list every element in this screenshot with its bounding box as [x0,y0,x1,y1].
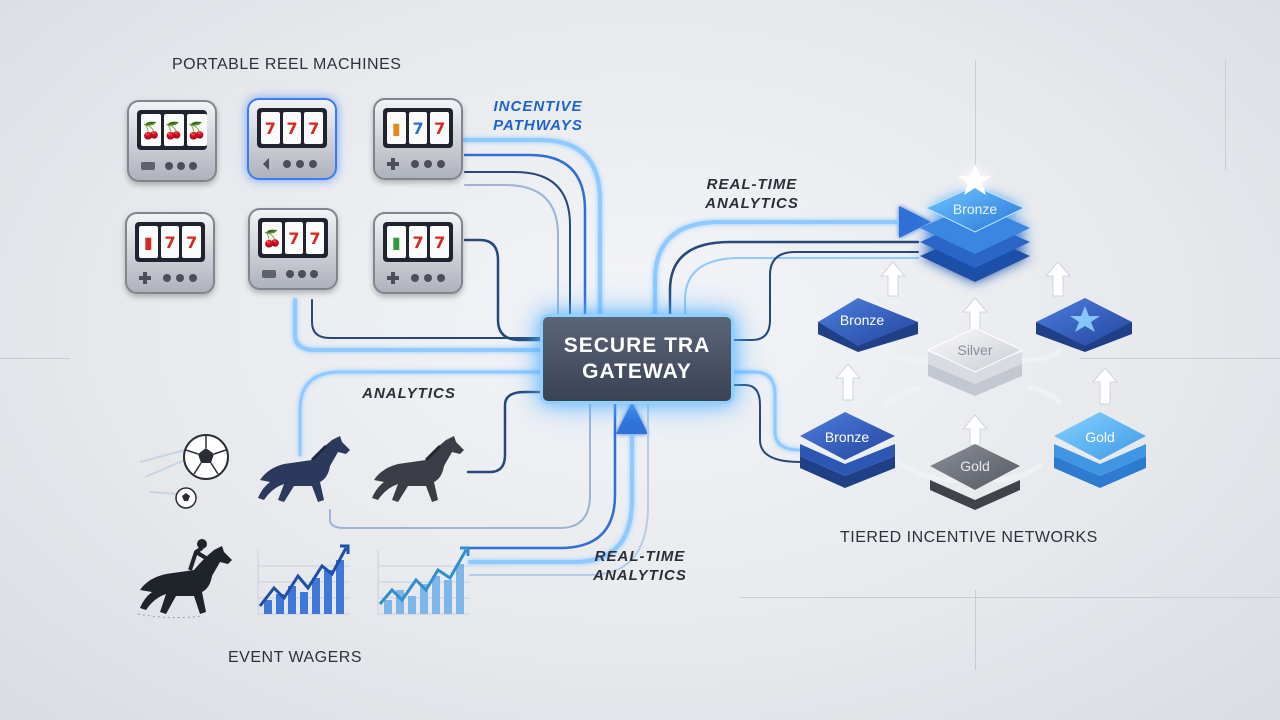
horse-icon [258,436,350,502]
guide-line [740,597,1280,598]
flow-line [684,257,919,315]
flow-line [293,298,542,352]
reel-screen: ▮ 7 7 [135,222,205,262]
flow-line [463,138,602,332]
reel: 7 [182,226,202,258]
flow-label-realtime-analytics-bottom: REAL-TIME ANALYTICS [593,548,687,584]
flow-line [732,370,802,452]
up-arrow-icon [961,414,989,446]
reel: 🍒 [163,114,184,146]
reel: ▮ [139,226,158,258]
reel: 7 [408,112,428,144]
flow-line [311,299,541,339]
reel: 7 [304,112,324,144]
flow-label-analytics: ANALYTICS [362,385,456,402]
up-arrow-icon [961,297,989,331]
flow-line [463,153,587,332]
flow-line [329,403,591,529]
tier-label-right-bottom: Gold [1085,429,1115,445]
gamepad-controls-icon [262,270,318,278]
flow-line [668,240,920,316]
gateway-label: SECURE TRA GATEWAY [563,334,711,383]
jockey-horse-icon [137,539,232,619]
reel: 7 [430,112,450,144]
line-bar-chart-icon [257,544,350,615]
flow-label-incentive-pathways: INCENTIVE PATHWAYS [493,98,583,134]
flow-line [653,206,931,316]
reel-machine: 7 7 7 [247,98,337,180]
reel-screen: 7 7 7 [257,108,327,148]
gamepad-controls-icon [387,272,445,284]
reel: 7 [282,112,302,144]
flow-line [468,402,648,564]
gamepad-controls-icon [141,162,197,170]
tier-label-center-bottom: Gold [960,458,990,474]
reel: 7 [305,222,325,254]
up-arrow-icon [834,363,862,401]
line-bar-chart-icon [377,546,470,615]
reel-machine: 🍒 🍒 🍒 [127,100,217,182]
secure-gateway: SECURE TRA GATEWAY [540,314,734,404]
gamepad-controls-icon [263,158,317,170]
reel-machine: ▮ 7 7 [125,212,215,294]
reel-machine: 🍒 7 7 [248,208,338,290]
guide-line [1225,60,1226,170]
flow-line [464,171,571,331]
reel-screen: ▮ 7 7 [383,108,453,148]
section-title-tiered-incentive-networks: TIERED INCENTIVE NETWORKS [840,529,1098,546]
horse-icon [372,436,464,502]
section-title-portable-reel-machines: PORTABLE REEL MACHINES [172,56,402,73]
flow-label-realtime-analytics-top: REAL-TIME ANALYTICS [705,176,799,212]
up-arrow-icon [1091,367,1119,405]
guide-line [975,590,976,670]
tier-label-center: Silver [957,342,993,358]
flow-line [469,403,649,576]
reel: 🍒 [141,114,161,146]
reel: 7 [284,222,303,254]
soccer-ball-icon [140,434,229,509]
reel: 7 [261,112,280,144]
reel-screen: 🍒 🍒 🍒 [137,110,207,150]
flow-line [733,251,919,341]
guide-line [1080,358,1280,359]
reel-machine: ▮ 7 7 [373,98,463,180]
gamepad-controls-icon [139,272,197,284]
up-arrow-icon [1044,261,1072,297]
flow-line [463,238,542,342]
reel-machine: ▮ 7 7 [373,212,463,294]
reel: 🍒 [186,114,207,146]
guide-line [975,60,976,180]
reel: 7 [408,226,428,258]
flow-line [468,402,617,550]
reel: ▮ [387,112,406,144]
guide-line [0,358,70,359]
reel: ▮ [387,226,406,258]
reel-screen: 🍒 7 7 [258,218,328,258]
flow-line [466,390,542,474]
section-title-event-wagers: EVENT WAGERS [228,649,363,666]
tier-label-left-mid: Bronze [839,312,885,328]
tier-label-left-bottom: Bronze [824,429,870,445]
flow-line [733,384,801,463]
up-arrow-icon [879,261,907,297]
tier-label-top: Bronze [952,201,998,217]
reel: 7 [160,226,180,258]
reel: 🍒 [262,222,282,254]
reel-screen: ▮ 7 7 [383,222,453,262]
flow-line [464,184,559,331]
gamepad-controls-icon [387,158,445,170]
reel: 7 [430,226,450,258]
flow-line [298,370,542,457]
